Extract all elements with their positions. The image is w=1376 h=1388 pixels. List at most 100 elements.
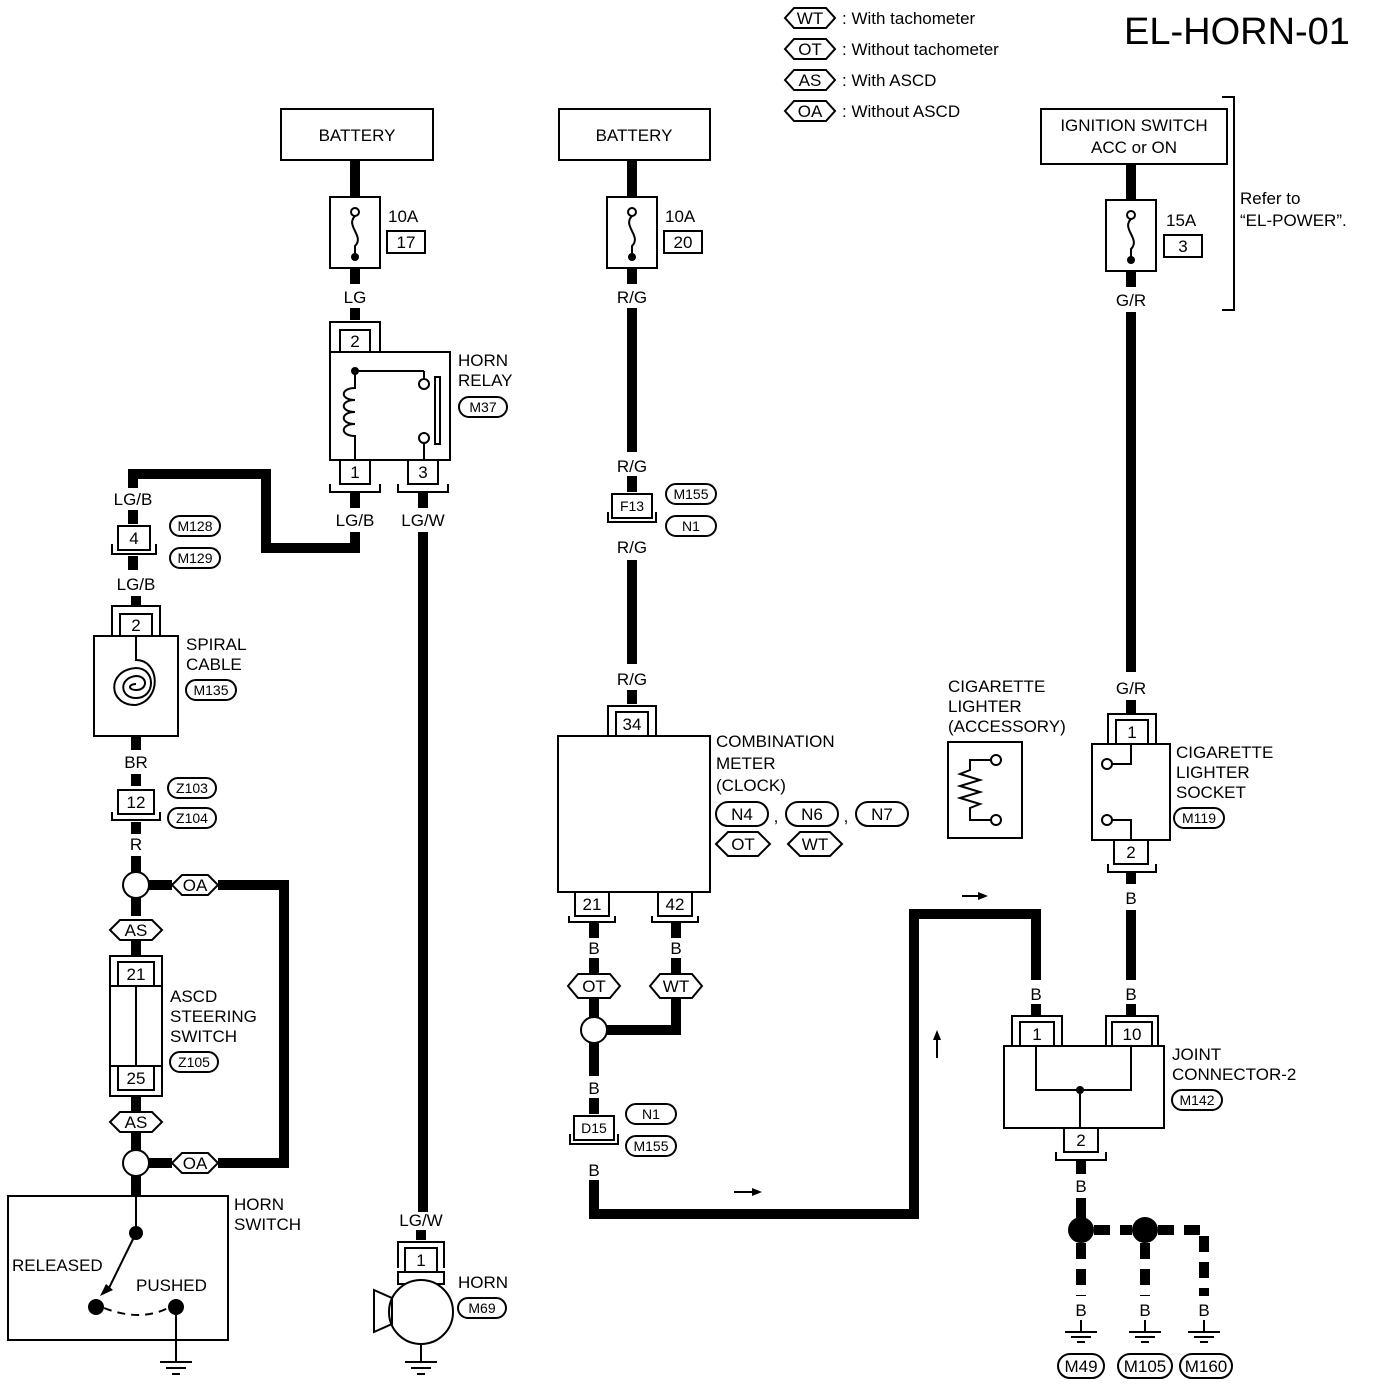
svg-text:M128: M128: [177, 518, 212, 534]
horn-switch: RELEASED PUSHED HORN SWITCH: [7, 1195, 301, 1375]
svg-text:(ACCESSORY): (ACCESSORY): [948, 717, 1066, 736]
svg-text:N7: N7: [871, 805, 893, 824]
svg-text:SOCKET: SOCKET: [1176, 783, 1246, 802]
svg-text:3: 3: [418, 463, 427, 482]
svg-text:JOINT: JOINT: [1172, 1045, 1221, 1064]
ignition-switch-box: [1040, 108, 1228, 165]
svg-text:1: 1: [1032, 1025, 1041, 1044]
ground-splice: [1068, 1217, 1094, 1243]
svg-text:SWITCH: SWITCH: [170, 1027, 237, 1046]
svg-text:OT: OT: [582, 977, 606, 996]
svg-text:2: 2: [1076, 1131, 1085, 1150]
svg-text:HORN: HORN: [458, 351, 508, 370]
svg-text:HORN: HORN: [458, 1273, 508, 1292]
refer-text-2: “EL-POWER”.: [1240, 211, 1347, 230]
svg-text:21: 21: [583, 895, 602, 914]
wire-label: B: [670, 939, 681, 958]
legend-code: WT: [797, 9, 823, 28]
svg-text:RELAY: RELAY: [458, 371, 513, 390]
svg-text:N6: N6: [801, 805, 823, 824]
wire-label: R: [130, 835, 142, 854]
svg-text:OT: OT: [731, 835, 755, 854]
legend-text: : With tachometer: [842, 9, 976, 28]
svg-text:10A: 10A: [665, 207, 696, 226]
svg-text:17: 17: [397, 233, 416, 252]
svg-text:SPIRAL: SPIRAL: [186, 635, 246, 654]
connector-f13: F13 M155 N1: [607, 483, 717, 537]
legend-text: : Without tachometer: [842, 40, 999, 59]
splice-circle: [580, 1016, 608, 1044]
wire-label: B: [588, 939, 599, 958]
ignition-label-2: ACC or ON: [1091, 138, 1177, 157]
flow-arrow: [734, 892, 988, 1196]
svg-text:OA: OA: [183, 1154, 208, 1173]
ignition-label-1: IGNITION SWITCH: [1060, 116, 1207, 135]
svg-text:CIGARETTE: CIGARETTE: [1176, 743, 1273, 762]
ground-label: M160: [1185, 1357, 1228, 1376]
refer-bracket: [1222, 96, 1235, 311]
svg-text:10A: 10A: [388, 207, 419, 226]
wire-label: B: [1125, 985, 1136, 1004]
ascd-steering-switch: 21 25 ASCD STEERING SWITCH Z105: [109, 955, 257, 1097]
splice-circle: [122, 1149, 150, 1177]
horn-relay: 2 1 3 HORN RELAY M37: [329, 321, 513, 493]
legend-code: AS: [799, 71, 822, 90]
horn: 1 HORN M69: [373, 1241, 508, 1375]
wire-label: B: [1075, 1301, 1086, 1320]
svg-text:25: 25: [127, 1069, 146, 1088]
spiral-cable: 2 SPIRAL CABLE M135: [93, 605, 246, 737]
svg-text:2: 2: [1126, 843, 1135, 862]
svg-text:N1: N1: [682, 518, 700, 534]
wire-label: B: [588, 1079, 599, 1098]
svg-text:Z103: Z103: [176, 780, 208, 796]
ground-label: M105: [1124, 1357, 1167, 1376]
svg-text:2: 2: [350, 332, 359, 351]
svg-text:2: 2: [131, 616, 140, 635]
battery-left-box: [280, 108, 434, 161]
combination-meter: 34 21 42 COMBINATION METER (CLOCK) N4 , …: [557, 705, 909, 923]
svg-text:LIGHTER: LIGHTER: [1176, 763, 1250, 782]
wire-label: LG: [344, 288, 367, 307]
tag-as: [108, 1111, 164, 1133]
joint-connector-2: 1 10 2 JOINT CONNECTOR-2 M142: [1003, 1015, 1296, 1161]
svg-text:CIGARETTE: CIGARETTE: [948, 677, 1045, 696]
svg-text:OA: OA: [183, 876, 208, 895]
svg-text:(CLOCK): (CLOCK): [716, 776, 786, 795]
cigarette-lighter-accessory: CIGARETTE LIGHTER (ACCESSORY): [947, 677, 1066, 839]
svg-text:F13: F13: [620, 498, 644, 514]
wire-label: R/G: [617, 538, 647, 557]
tag-ot: [566, 973, 622, 999]
wire-label: LG/W: [401, 511, 444, 530]
svg-text:M69: M69: [468, 1300, 495, 1316]
svg-text:HORN: HORN: [234, 1195, 284, 1214]
wire-label: B: [1125, 889, 1136, 908]
svg-text:42: 42: [666, 895, 685, 914]
tag-oa: [170, 1152, 220, 1174]
legend-text: : With ASCD: [842, 71, 936, 90]
legend-text: : Without ASCD: [842, 102, 960, 121]
ground-connector: [1057, 1353, 1105, 1379]
svg-text:1: 1: [416, 1251, 425, 1270]
svg-text:Z105: Z105: [178, 1054, 210, 1070]
svg-text:N1: N1: [642, 1106, 660, 1122]
svg-text:M129: M129: [177, 550, 212, 566]
svg-text:M142: M142: [1179, 1092, 1214, 1108]
wire-label: B: [1139, 1301, 1150, 1320]
ground-splice: [1132, 1217, 1158, 1243]
svg-text:20: 20: [674, 233, 693, 252]
svg-text:M155: M155: [673, 486, 708, 502]
wire-label: LG/W: [399, 1211, 442, 1230]
wire-label: B: [588, 1161, 599, 1180]
ground-symbols: [1065, 1320, 1220, 1343]
wire-label: R/G: [617, 670, 647, 689]
svg-text:3: 3: [1178, 237, 1187, 256]
connector-z103: 12 Z103 Z104: [111, 777, 217, 829]
svg-text:LIGHTER: LIGHTER: [948, 697, 1022, 716]
refer-text-1: Refer to: [1240, 189, 1300, 208]
svg-text:D15: D15: [581, 1120, 607, 1136]
tag-as: [108, 919, 164, 941]
wire-label: LG/B: [114, 490, 153, 509]
fuse-20: 10A 20: [606, 196, 703, 269]
splice-circle: [122, 871, 150, 899]
